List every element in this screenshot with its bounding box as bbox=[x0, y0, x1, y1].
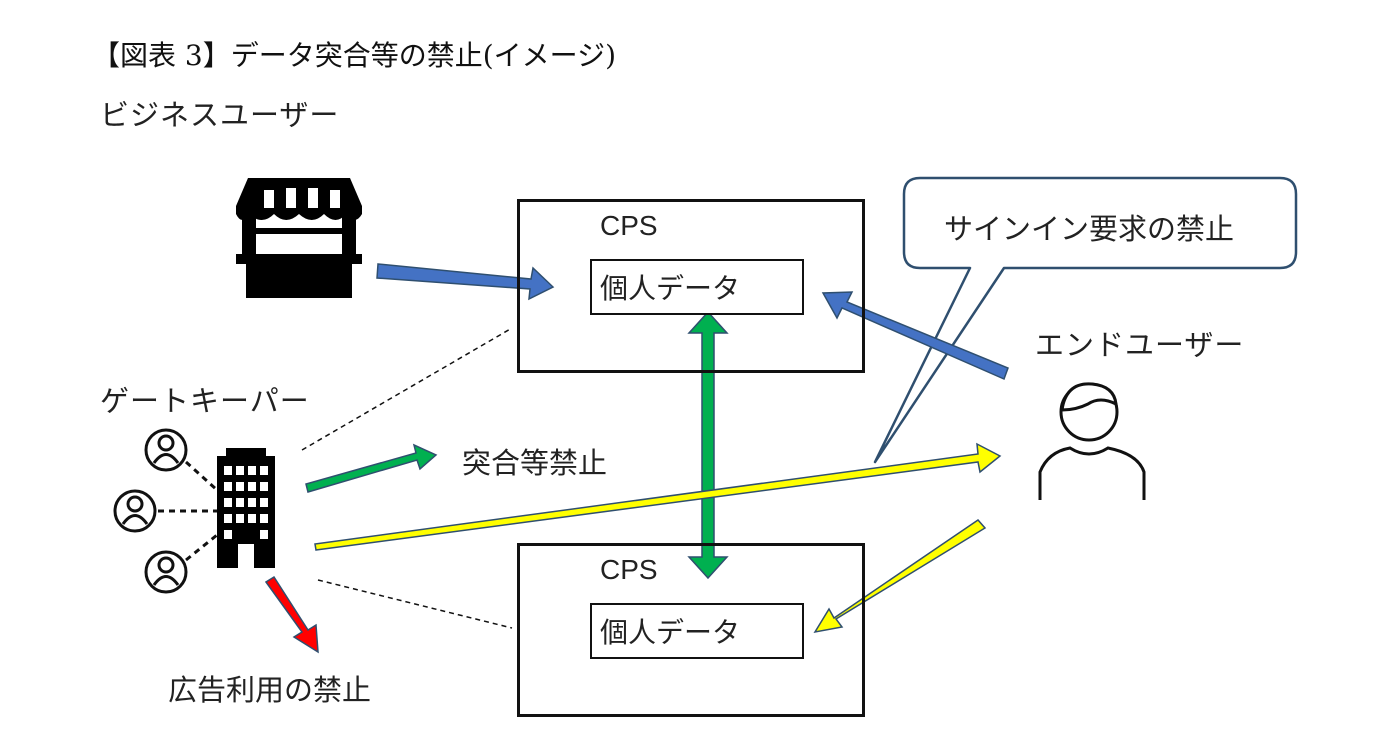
person-circle-icon bbox=[144, 428, 188, 472]
yellow-arrow-cps-bottom bbox=[813, 519, 987, 634]
signin-ban-label: サインイン要求の禁止 bbox=[944, 212, 1235, 246]
blue-arrow-enduser bbox=[821, 291, 1009, 381]
blue-arrow-business bbox=[376, 263, 555, 301]
cps-label: CPS bbox=[600, 554, 658, 585]
building-icon bbox=[217, 448, 275, 568]
green-double-arrow bbox=[687, 310, 729, 580]
people-dotted-links bbox=[158, 460, 219, 562]
page-title: 【図表 3】データ突合等の禁止(イメージ) bbox=[92, 39, 617, 72]
person-circle-icon bbox=[144, 550, 188, 594]
end-user-icon bbox=[1038, 382, 1146, 500]
cps-label: CPS bbox=[600, 210, 658, 241]
red-arrow-ad bbox=[264, 575, 319, 654]
cps-box-bottom: CPS 個人データ bbox=[517, 543, 865, 717]
yellow-arrow-enduser bbox=[314, 442, 1002, 551]
personal-data-box: 個人データ bbox=[590, 259, 804, 315]
person-circle-icon bbox=[113, 489, 157, 533]
business-user-label: ビジネスユーザー bbox=[100, 98, 340, 132]
end-user-label: エンドユーザー bbox=[1035, 328, 1245, 362]
green-arrow-matching bbox=[305, 443, 438, 493]
matching-ban-label: 突合等禁止 bbox=[462, 446, 608, 480]
ad-use-ban-label: 広告利用の禁止 bbox=[168, 673, 372, 707]
store-icon bbox=[236, 178, 362, 298]
signin-balloon bbox=[873, 176, 1298, 464]
personal-data-box: 個人データ bbox=[590, 603, 804, 659]
dashed-line-top bbox=[301, 327, 513, 451]
dashed-line-bottom bbox=[317, 579, 513, 629]
cps-box-top: CPS 個人データ bbox=[517, 199, 865, 373]
gatekeeper-label: ゲートキーパー bbox=[100, 384, 310, 418]
